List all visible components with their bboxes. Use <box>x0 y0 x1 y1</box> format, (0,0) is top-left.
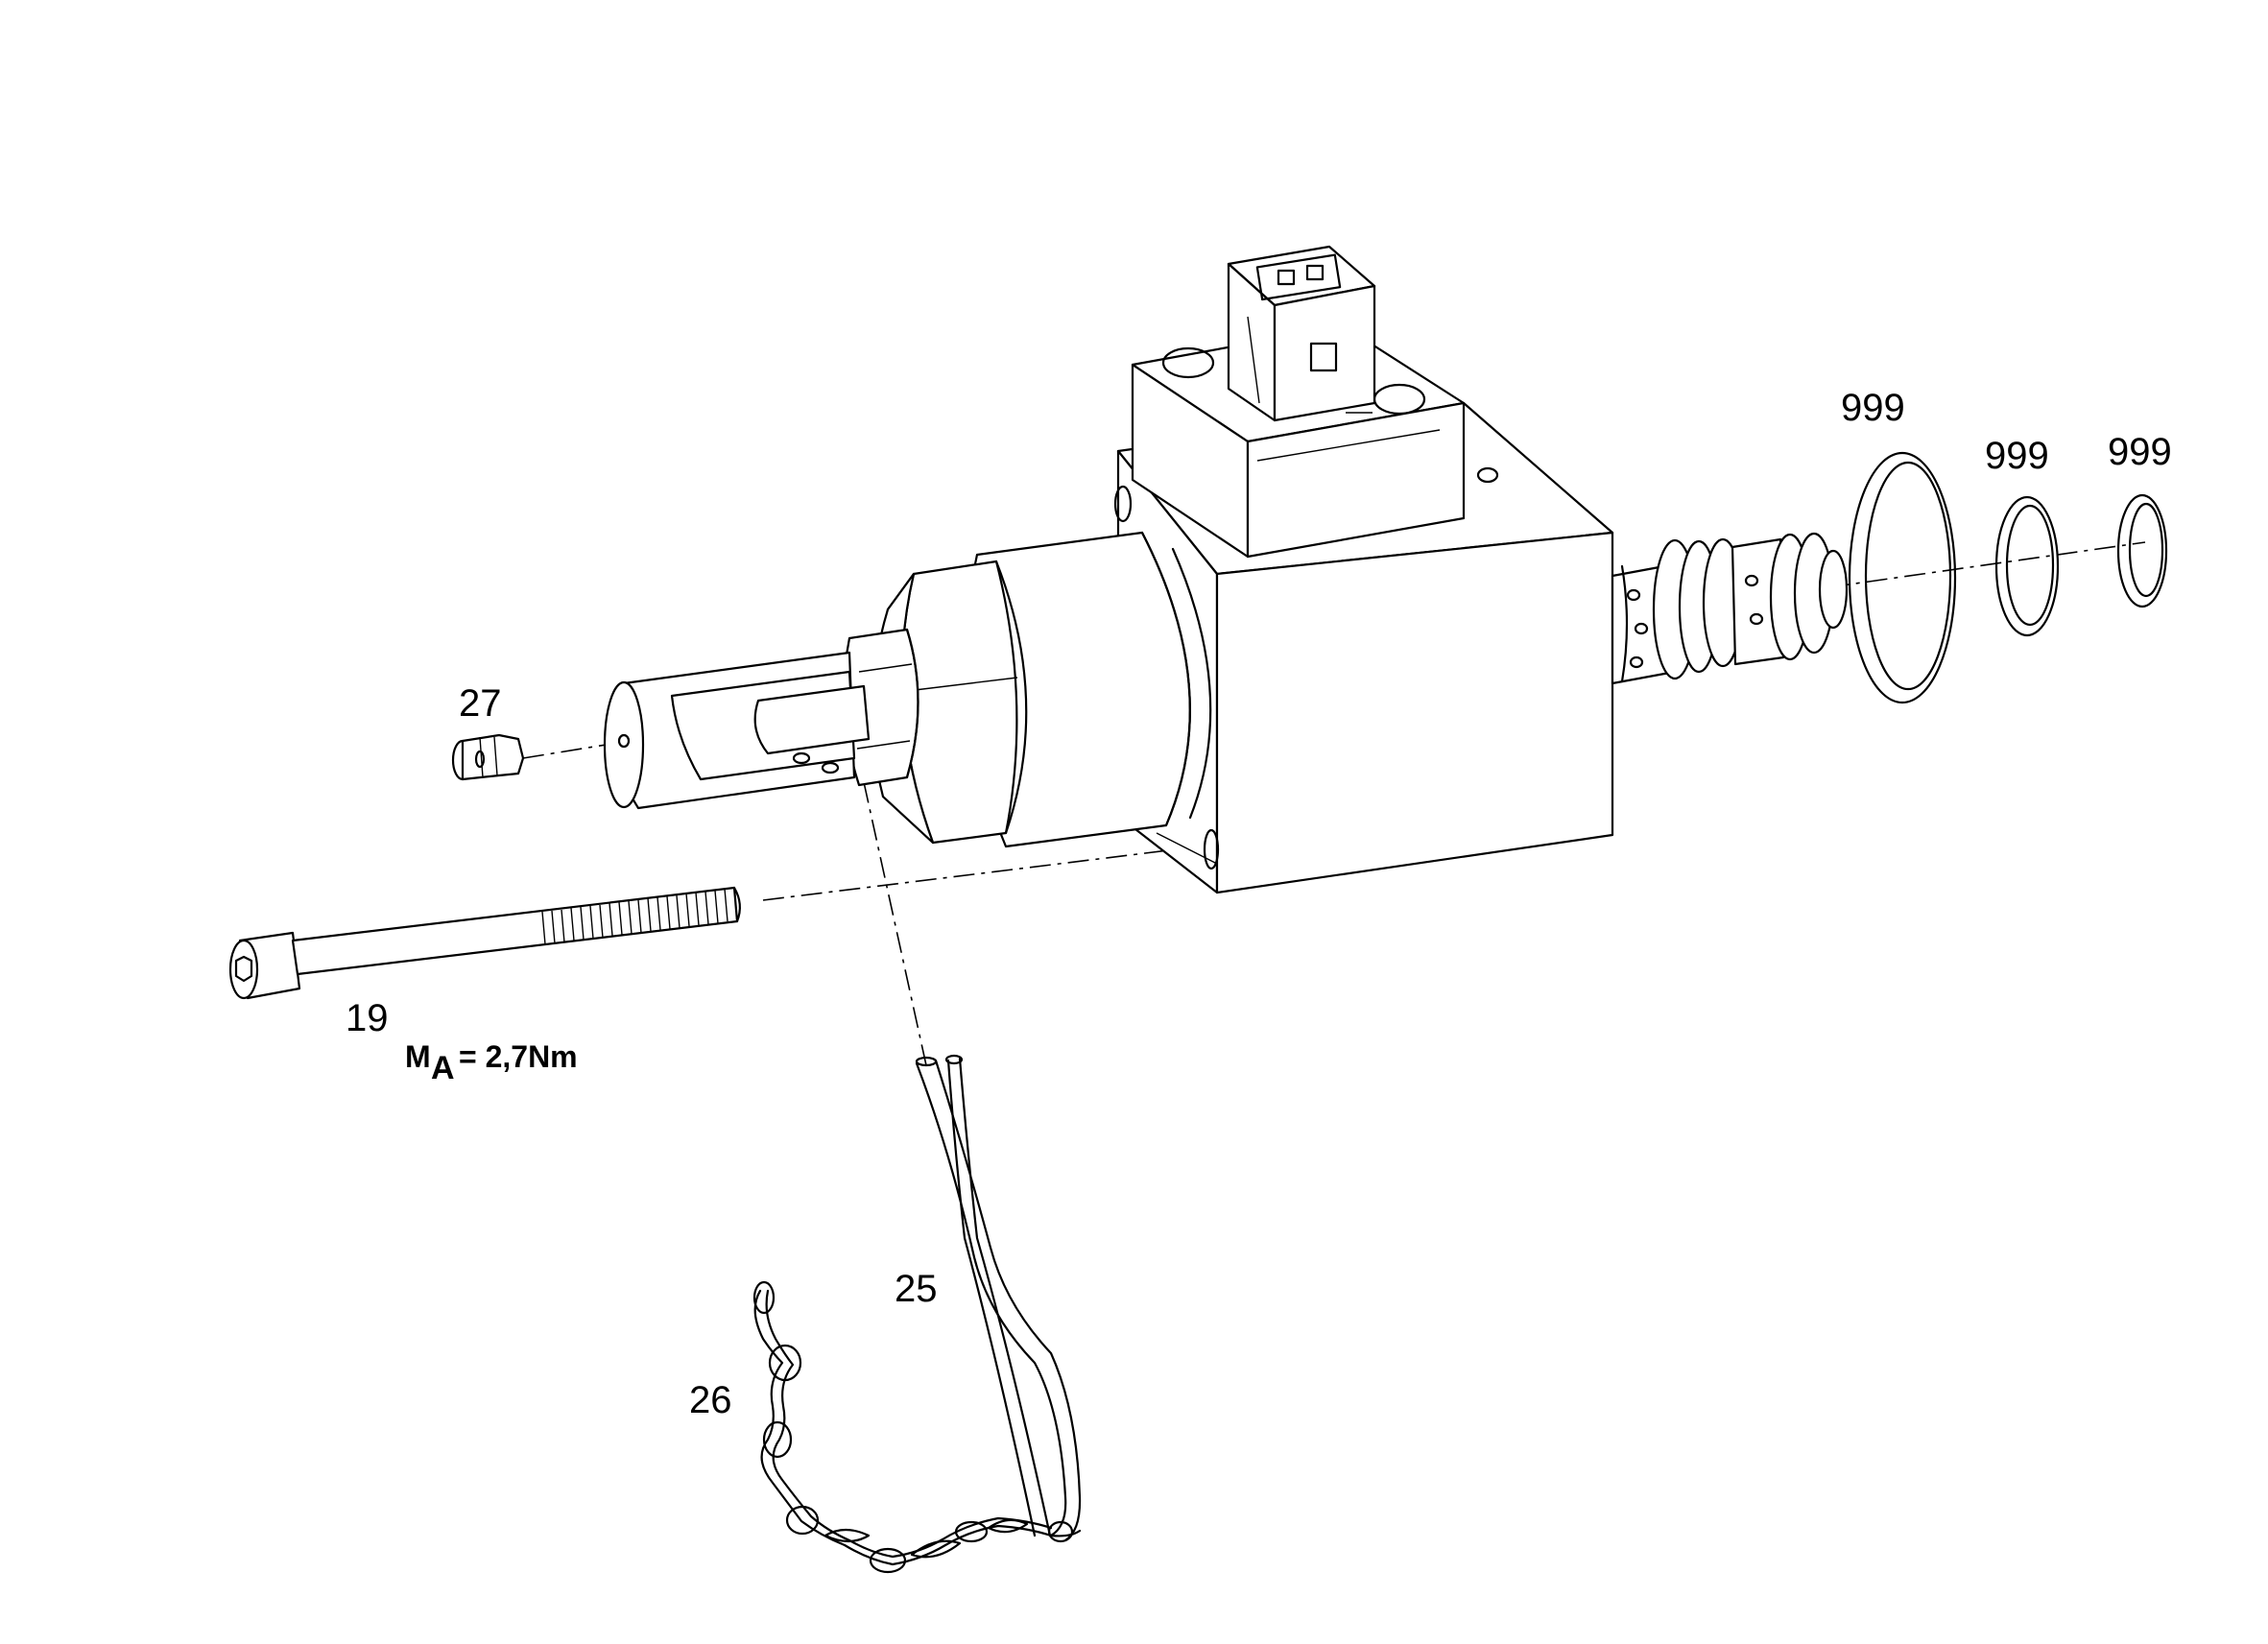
cap-screw-thread <box>541 888 728 945</box>
cap-screw <box>228 886 741 1000</box>
callout-labels: 999 999 999 27 19 25 26 <box>346 387 2172 1421</box>
callout-cable: 25 <box>895 1268 938 1310</box>
seal-ring-large <box>1848 451 1957 704</box>
torque-symbol: M <box>405 1039 431 1074</box>
torque-value: = 2,7Nm <box>459 1039 578 1074</box>
cable-tie <box>752 1280 1082 1574</box>
electrical-connector <box>1227 245 1376 422</box>
seal-ring-medium <box>1994 495 2060 637</box>
callout-small-screw: 27 <box>459 682 502 725</box>
valve-cartridge <box>1611 532 1849 685</box>
callout-cable-tie: 26 <box>689 1379 732 1421</box>
callout-seal-medium: 999 <box>1985 435 2049 477</box>
callout-seal-large: 999 <box>1841 387 1905 429</box>
plunger <box>603 651 871 810</box>
torque-subscript: A <box>431 1050 455 1086</box>
small-screw <box>451 733 525 781</box>
cable <box>915 1054 1082 1542</box>
seal-ring-small <box>2116 493 2168 608</box>
callout-cap-screw: 19 <box>346 997 389 1039</box>
torque-specification: M A = 2,7Nm <box>405 1039 578 1086</box>
solenoid-valve-assembly <box>603 245 1849 894</box>
callout-seal-small: 999 <box>2108 431 2172 473</box>
